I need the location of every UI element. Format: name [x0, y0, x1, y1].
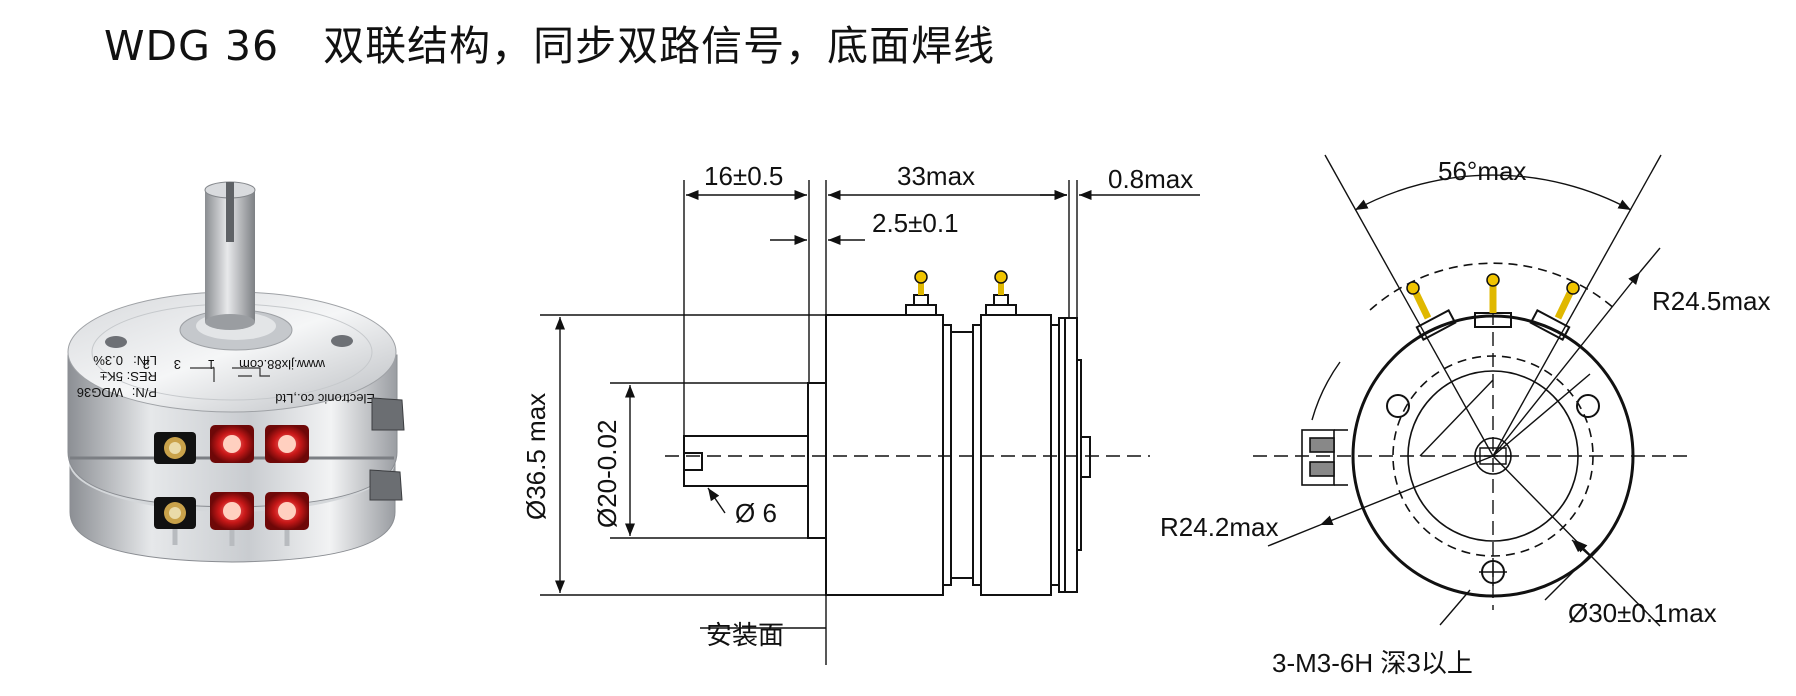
- dim-r-outer: R24.5max: [1652, 286, 1771, 316]
- pin-label-2: 2: [143, 357, 150, 372]
- dim-shaft-diameter: Ø 6: [735, 498, 777, 528]
- rear-view-drawing: [1253, 154, 1690, 627]
- label-website: www.jlx88.com: [239, 357, 326, 372]
- dim-terminal: 0.8max: [1108, 164, 1193, 194]
- label-company: Electronic co.,Ltd: [275, 391, 375, 406]
- side-terminal-2: [985, 270, 1017, 316]
- dim-shaft-length: 16±0.5: [704, 161, 783, 191]
- side-connector: [1301, 429, 1348, 486]
- side-view-drawing: [540, 180, 1200, 665]
- pin-label-3: 3: [174, 357, 181, 372]
- pilot-boss: [807, 382, 827, 539]
- pin-label-1: 1: [208, 357, 215, 372]
- hole-2: [1576, 394, 1600, 418]
- label-lin: LIN:: [133, 353, 157, 368]
- dim-body-diameter: Ø36.5 max: [521, 393, 551, 520]
- mount-hole-left: [105, 336, 127, 348]
- shaft-outline: [683, 435, 809, 487]
- page-title: WDG 36 双联结构，同步双路信号，底面焊线: [104, 12, 995, 72]
- dim-r-terminal: R24.2max: [1160, 512, 1279, 542]
- angle-lines: [1267, 154, 1662, 627]
- dim-body-length: 33max: [897, 161, 975, 191]
- terminal-row-upper: [154, 397, 405, 464]
- product-photo: P/N: RES: LIN: WDG36 5K± 0.3% www.jlx88.…: [67, 181, 405, 563]
- label-pn-value: WDG36: [77, 385, 123, 400]
- mount-face-label: 安装面: [706, 620, 784, 650]
- rear-terminals: [1406, 273, 1580, 341]
- dim-angle: 56°max: [1438, 156, 1526, 186]
- dim-bolt-circle: Ø30±0.1max: [1568, 598, 1717, 628]
- shaft: [204, 181, 256, 330]
- label-pn: P/N:: [132, 385, 157, 400]
- mount-hole-right: [331, 335, 353, 347]
- label-res-value: 5K±: [100, 369, 123, 384]
- side-terminal-1: [905, 270, 937, 316]
- hole-1: [1386, 394, 1410, 418]
- model-label: WDG 36: [104, 22, 280, 70]
- dim-pilot-diameter: Ø20-0.02: [592, 420, 622, 528]
- subtitle-label: 双联结构，同步双路信号，底面焊线: [323, 22, 996, 70]
- label-res: RES:: [127, 369, 157, 384]
- label-lin-value: 0.3%: [93, 353, 123, 368]
- dim-pilot: 2.5±0.1: [872, 208, 959, 238]
- body-section-2: [980, 314, 1052, 596]
- product-label: P/N: RES: LIN: WDG36 5K± 0.3% www.jlx88.…: [77, 353, 375, 406]
- body-section-1: [825, 314, 944, 596]
- terminal-row-lower: [154, 469, 403, 546]
- dimension-lines: [554, 189, 1200, 629]
- dim-holes: 3-M3-6H 深3以上: [1272, 648, 1473, 678]
